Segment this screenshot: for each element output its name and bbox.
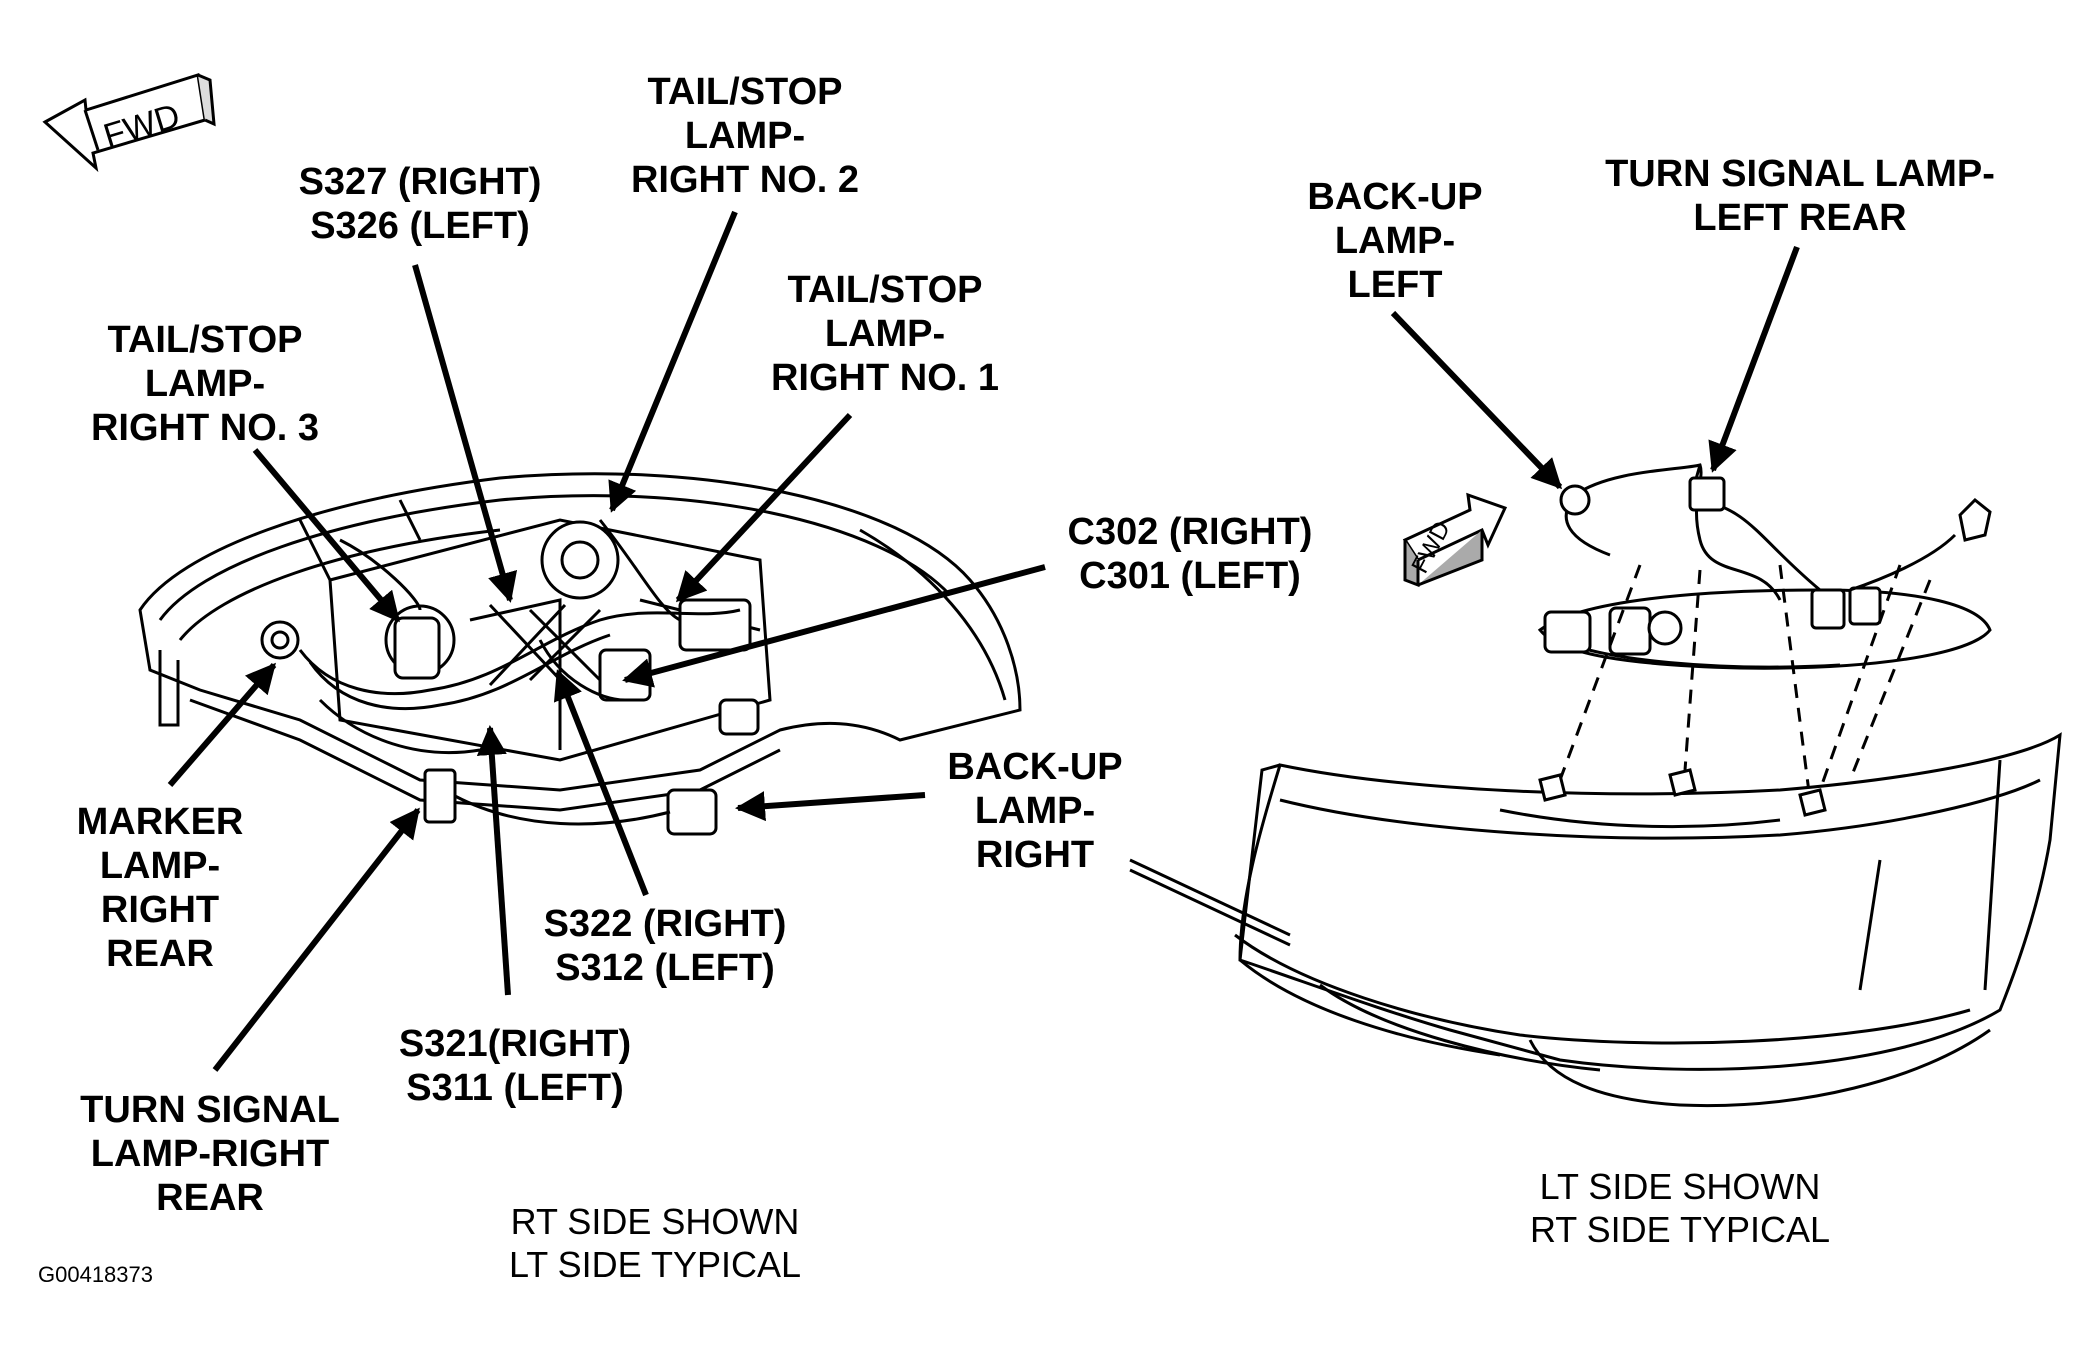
fwd-arrow-left-icon <box>42 73 216 173</box>
pointer-arrows-left <box>167 210 1046 1072</box>
label-c302-c301: C302 (RIGHT) C301 (LEFT) <box>1067 511 1313 597</box>
label-tail-stop-right-no1: TAIL/STOP LAMP- RIGHT NO. 1 <box>770 269 1000 399</box>
pointer-arrows-right <box>1390 245 1800 490</box>
backup-right-leader <box>1129 858 1291 947</box>
figure-code: G00418373 <box>38 1262 153 1287</box>
label-s327-s326: S327 (RIGHT) S326 (LEFT) <box>298 161 542 247</box>
label-tail-stop-right-no3: TAIL/STOP LAMP- RIGHT NO. 3 <box>90 319 320 449</box>
fwd-arrow-right-icon <box>1402 492 1508 588</box>
label-marker-lamp-right-rear: MARKER LAMP- RIGHT REAR <box>76 801 244 975</box>
label-s321-s311: S321(RIGHT) S311 (LEFT) <box>398 1023 632 1109</box>
label-tail-stop-right-no2: TAIL/STOP LAMP- RIGHT NO. 2 <box>630 71 860 201</box>
label-backup-lamp-left: BACK-UP LAMP- LEFT <box>1307 176 1483 306</box>
note-lt-side-shown: LT SIDE SHOWN RT SIDE TYPICAL <box>1529 1166 1831 1250</box>
tail-lamp-housing <box>138 472 1022 836</box>
label-s322-s312: S322 (RIGHT) S312 (LEFT) <box>543 903 787 989</box>
label-turn-signal-right-rear: TURN SIGNAL LAMP-RIGHT REAR <box>80 1089 340 1219</box>
bumper-assembly <box>1234 463 2062 1108</box>
note-rt-side-shown: RT SIDE SHOWN LT SIDE TYPICAL <box>508 1201 802 1285</box>
label-turn-signal-left-rear: TURN SIGNAL LAMP- LEFT REAR <box>1605 153 1995 239</box>
label-backup-lamp-right: BACK-UP LAMP- RIGHT <box>947 746 1123 876</box>
